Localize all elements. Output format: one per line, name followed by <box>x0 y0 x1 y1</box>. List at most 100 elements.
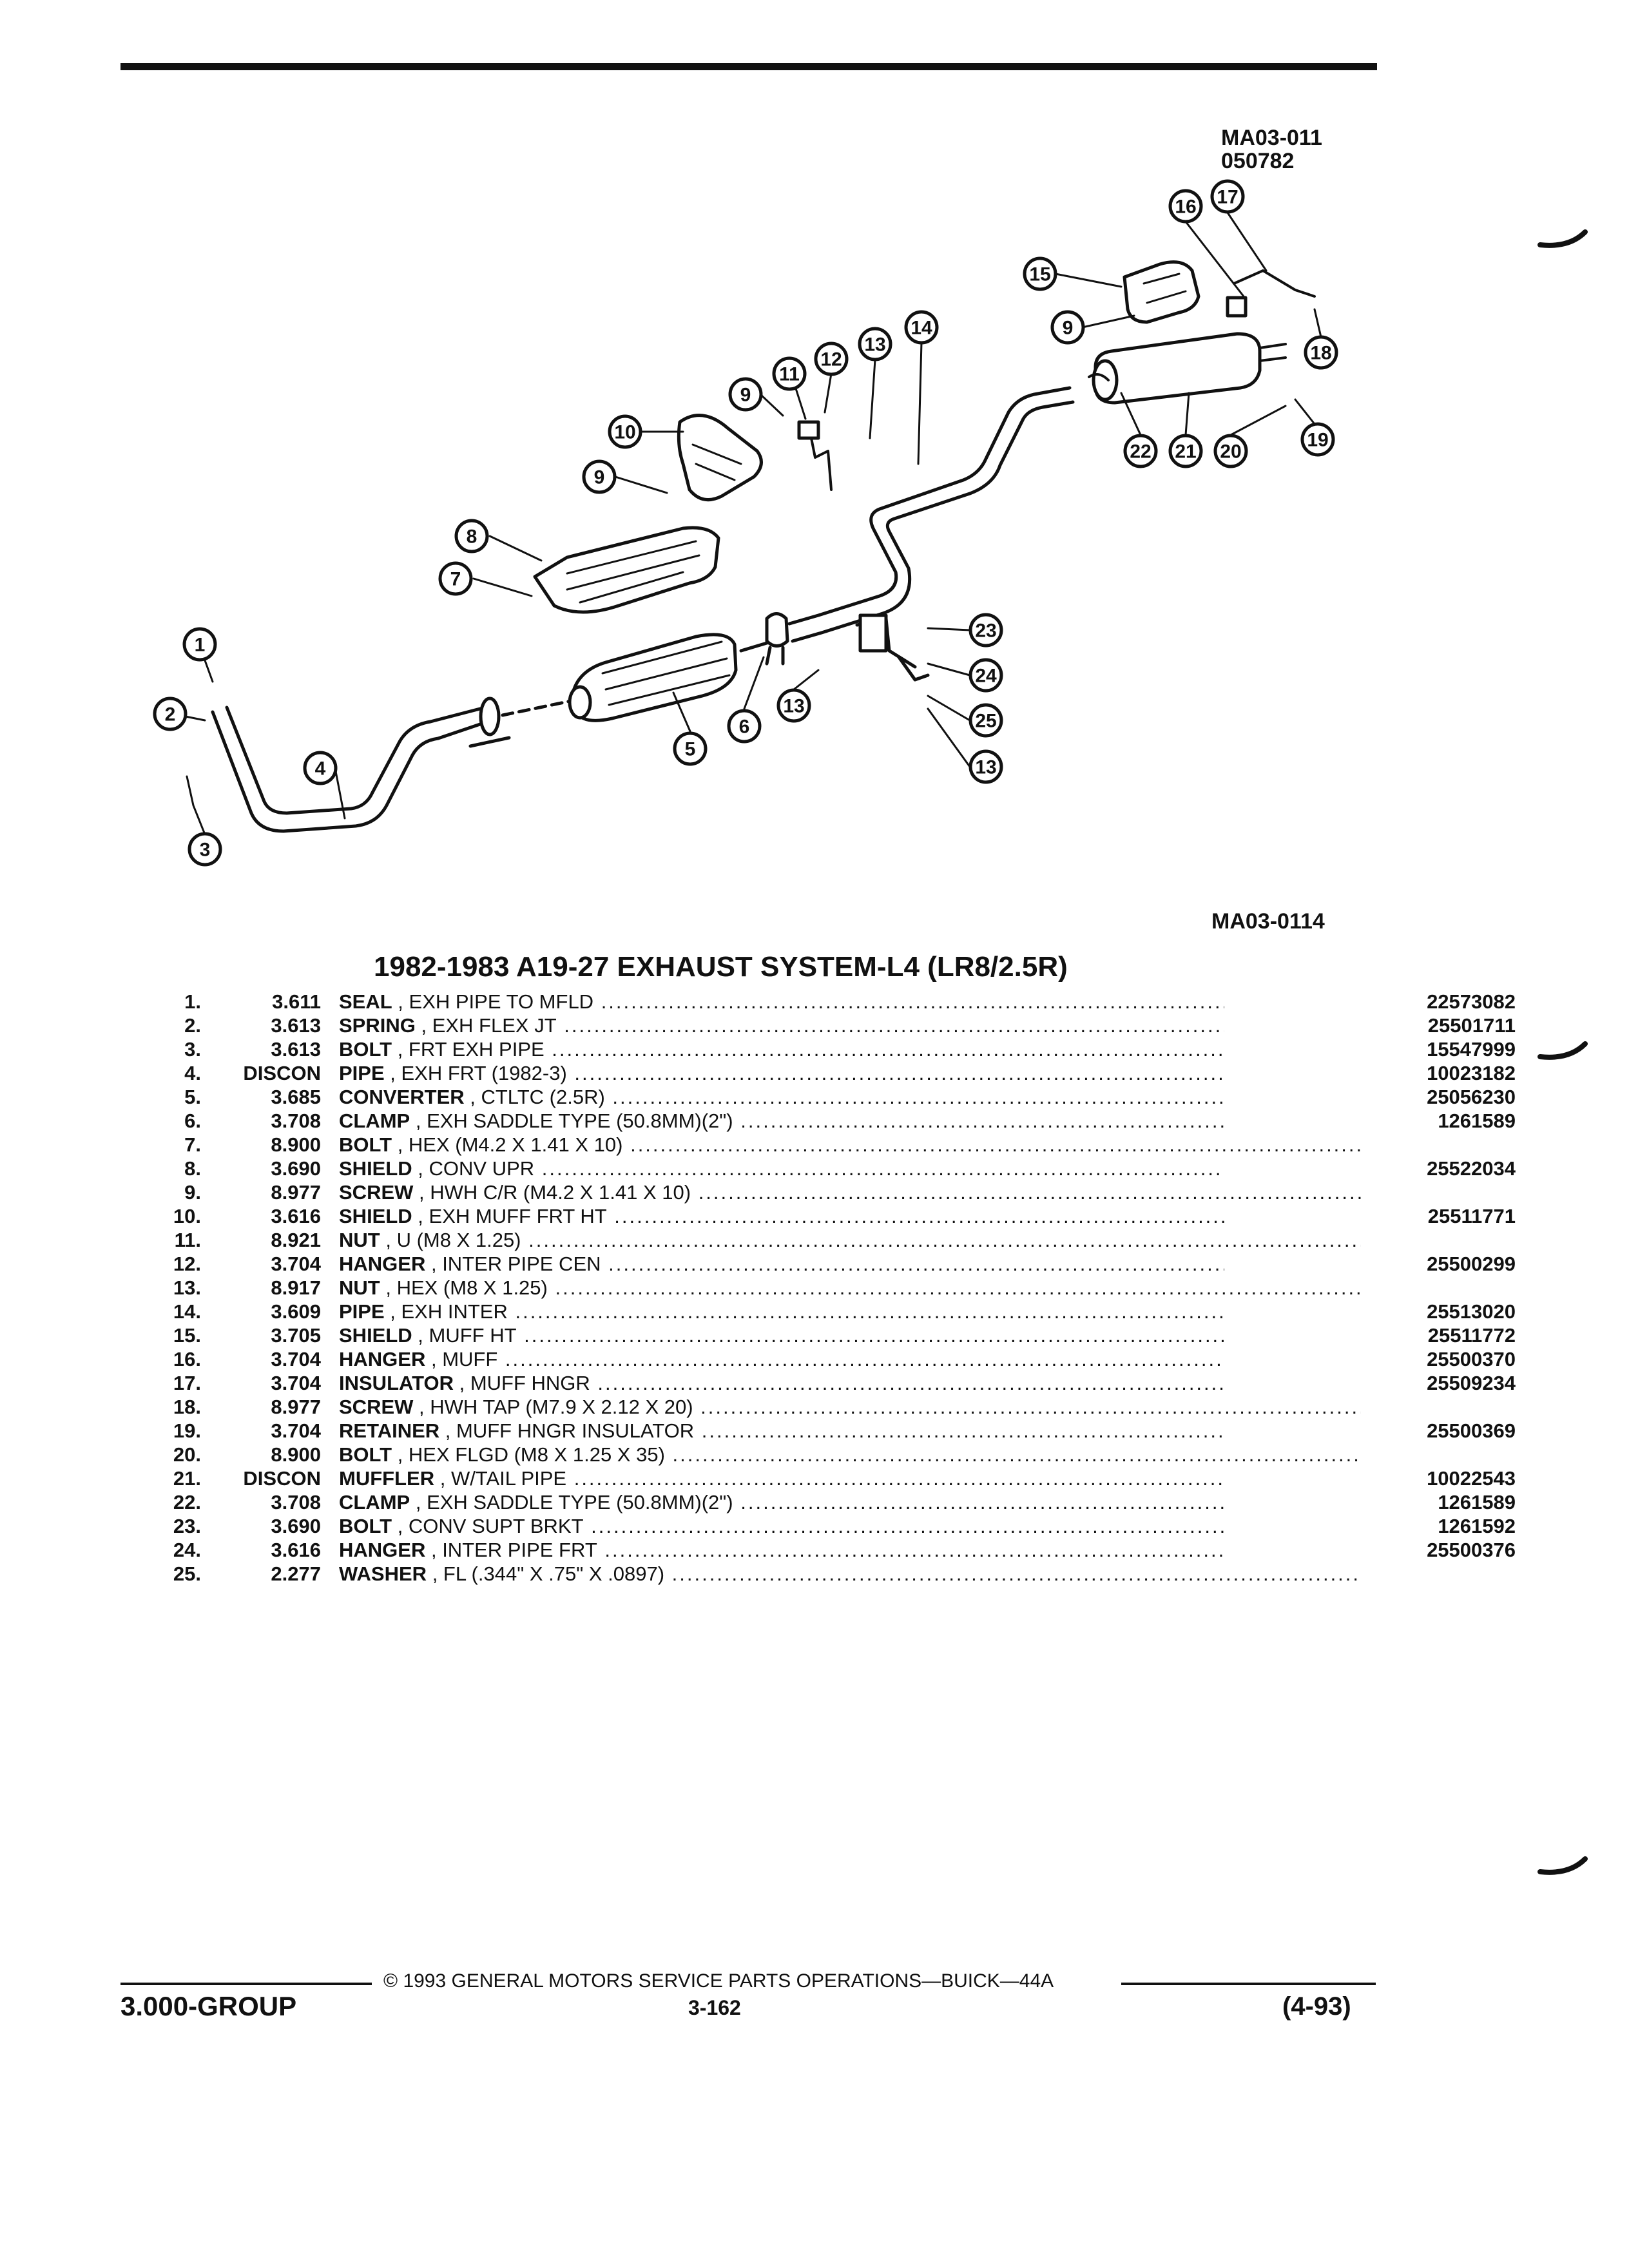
part-spec: EXH INTER <box>401 1300 508 1323</box>
footer-copyright: © 1993 GENERAL MOTORS SERVICE PARTS OPER… <box>383 1970 1054 1992</box>
part-name: WASHER <box>339 1562 427 1585</box>
part-number: 12. <box>173 1253 201 1275</box>
part-number: 14. <box>173 1300 201 1323</box>
svg-text:8: 8 <box>467 526 477 548</box>
part-number: 18. <box>173 1396 201 1418</box>
callout-4: 4 <box>303 751 338 785</box>
svg-text:2: 2 <box>165 704 176 726</box>
group-number: 3.613 <box>271 1038 321 1061</box>
svg-text:3: 3 <box>200 840 211 861</box>
part-catalog-number: 22573082 <box>1224 990 1516 1014</box>
part-description: SHIELD , MUFF HT .......................… <box>339 1324 1361 1347</box>
svg-text:13: 13 <box>975 757 996 778</box>
illustration-id: MA03-0114 <box>1211 909 1325 934</box>
part-catalog-number: 25522034 <box>1224 1157 1516 1180</box>
part-catalog-number: 25500299 <box>1224 1252 1516 1276</box>
part-name: HANGER <box>339 1348 426 1370</box>
group-number: 8.977 <box>271 1396 321 1418</box>
part-name: BOLT <box>339 1443 392 1466</box>
group-number: 3.611 <box>272 990 321 1013</box>
group-number: 3.704 <box>271 1253 321 1275</box>
group-number: DISCON <box>243 1467 321 1490</box>
part-description: BOLT , CONV SUPT BRKT ..................… <box>339 1515 1361 1537</box>
part-spec: W/TAIL PIPE <box>450 1467 567 1490</box>
callout-8: 8 <box>454 519 489 553</box>
group-number: 8.917 <box>271 1276 321 1299</box>
part-spec: U (M8 X 1.25) <box>396 1229 521 1251</box>
callout-13: 13 <box>776 688 811 723</box>
part-name: CONVERTER <box>339 1086 465 1108</box>
group-number: 3.708 <box>271 1110 321 1132</box>
callout-12: 12 <box>814 341 849 376</box>
callout-13: 13 <box>858 327 892 361</box>
part-description: SCREW , HWH C/R (M4.2 X 1.41 X 10) .....… <box>339 1181 1361 1204</box>
part-spec: EXH FRT (1982-3) <box>401 1062 567 1084</box>
group-number: DISCON <box>243 1062 321 1084</box>
part-spec: EXH PIPE TO MFLD <box>409 990 594 1013</box>
svg-text:20: 20 <box>1220 441 1241 463</box>
part-description: BOLT , HEX FLGD (M8 X 1.25 X 35) .......… <box>339 1443 1361 1466</box>
figure-id: MA03-011 <box>1221 126 1322 150</box>
svg-text:13: 13 <box>783 696 804 717</box>
part-name: SHIELD <box>339 1205 412 1227</box>
part-number: 16. <box>173 1348 201 1370</box>
svg-text:10: 10 <box>614 422 635 443</box>
part-description: INSULATOR , MUFF HNGR ..................… <box>339 1372 1361 1394</box>
part-spec: CTLTC (2.5R) <box>481 1086 605 1108</box>
part-catalog-number: 25511772 <box>1224 1323 1516 1347</box>
callout-22: 22 <box>1123 434 1158 468</box>
group-number: 8.900 <box>271 1443 321 1466</box>
svg-text:21: 21 <box>1175 441 1196 463</box>
part-number: 2. <box>184 1014 201 1037</box>
part-name: SCREW <box>339 1181 414 1204</box>
part-name: MUFFLER <box>339 1467 435 1490</box>
group-number: 3.690 <box>271 1515 321 1537</box>
part-spec: INTER PIPE FRT <box>442 1539 597 1561</box>
part-name: NUT <box>339 1229 380 1251</box>
footer-date: (4-93) <box>1282 1992 1351 2021</box>
callout-5: 5 <box>673 731 708 766</box>
part-spec: HEX (M4.2 X 1.41 X 10) <box>408 1133 623 1156</box>
callout-15: 15 <box>1023 256 1057 291</box>
part-catalog-number: 1261589 <box>1224 1109 1516 1133</box>
part-number: 25. <box>173 1562 201 1585</box>
footer-rule-right <box>1121 1983 1376 1985</box>
part-description: HANGER , INTER PIPE FRT ................… <box>339 1539 1361 1561</box>
part-spec: MUFF HNGR <box>470 1372 590 1394</box>
part-number: 11. <box>174 1229 201 1251</box>
part-catalog-number: 25056230 <box>1224 1085 1516 1109</box>
group-number: 3.705 <box>271 1324 321 1347</box>
svg-text:19: 19 <box>1307 430 1328 451</box>
part-number: 4. <box>184 1062 201 1084</box>
footer-group: 3.000-GROUP <box>120 1991 297 2021</box>
callout-7: 7 <box>438 561 473 596</box>
callout-23: 23 <box>969 613 1003 648</box>
part-description: CLAMP , EXH SADDLE TYPE (50.8MM)(2") ...… <box>339 1110 1361 1132</box>
callout-18: 18 <box>1304 335 1338 370</box>
group-number: 3.704 <box>271 1419 321 1442</box>
svg-text:18: 18 <box>1310 343 1331 364</box>
part-spec: HEX FLGD (M8 X 1.25 X 35) <box>408 1443 665 1466</box>
part-catalog-number: 10023182 <box>1224 1061 1516 1085</box>
part-catalog-number: 1261589 <box>1224 1490 1516 1514</box>
part-description: SHIELD , CONV UPR ......................… <box>339 1157 1361 1180</box>
part-spec: CONV UPR <box>429 1157 535 1180</box>
part-description: NUT , HEX (M8 X 1.25) ..................… <box>339 1276 1361 1299</box>
callout-11: 11 <box>772 356 807 391</box>
group-number: 3.690 <box>271 1157 321 1180</box>
part-catalog-number: 10022543 <box>1224 1466 1516 1490</box>
